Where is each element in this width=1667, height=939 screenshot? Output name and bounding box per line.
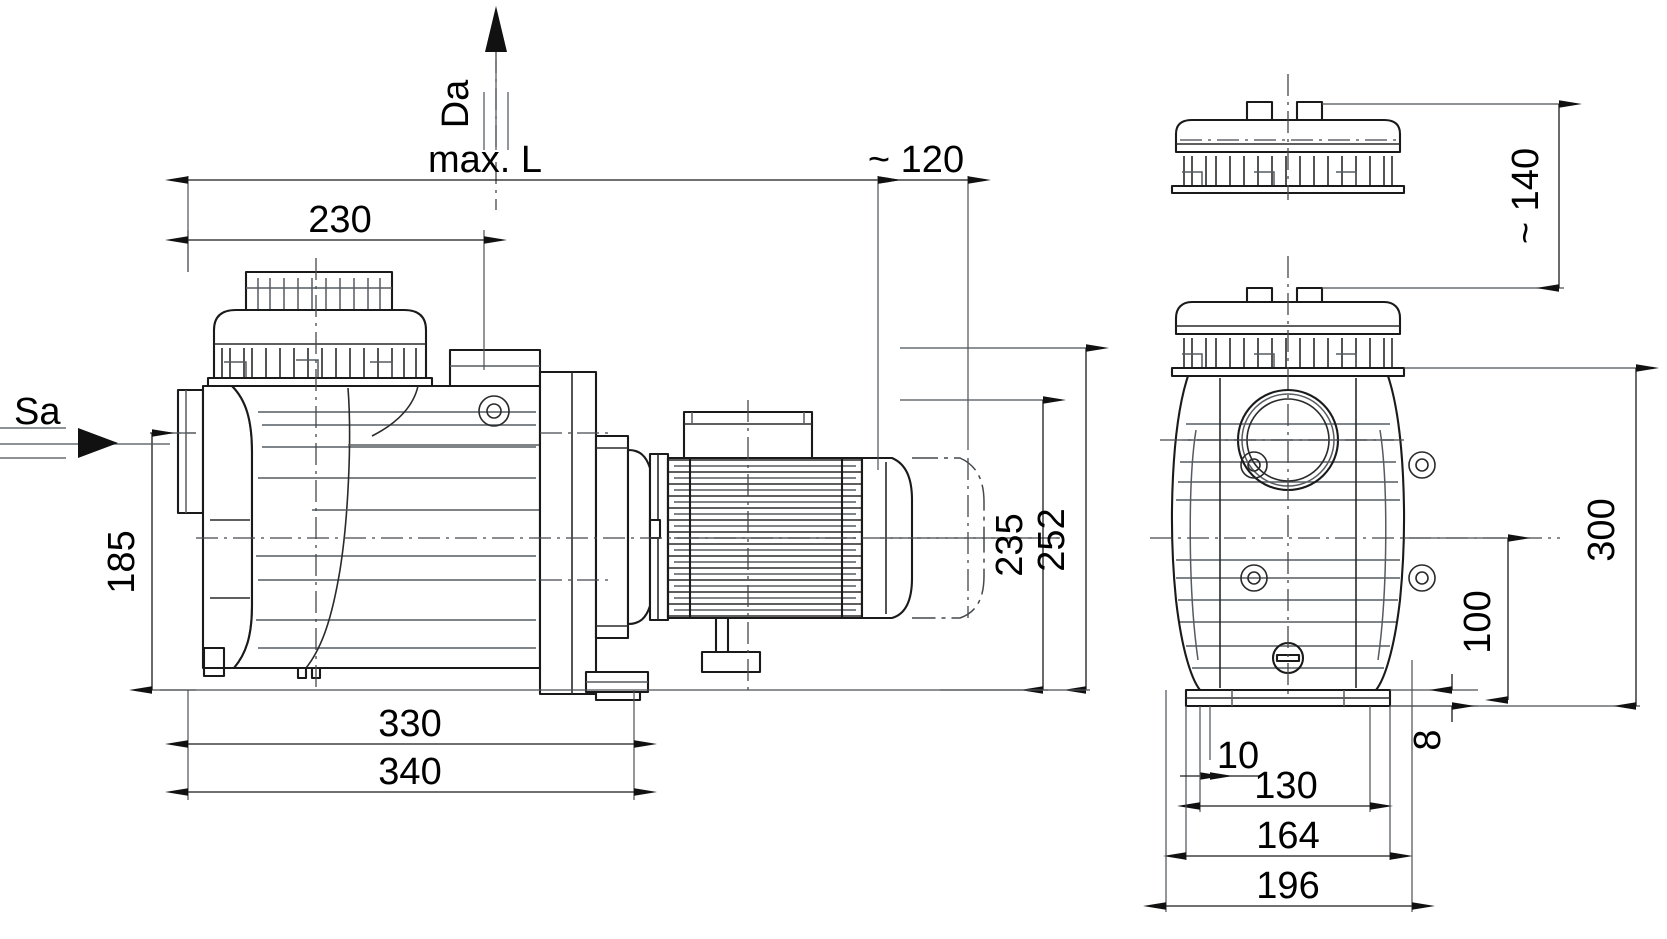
front-view-dimensions: ~ 140 300 100 8 10 130 164 [1141, 100, 1659, 912]
electric-motor [666, 410, 914, 674]
lid-plan-view [1170, 74, 1406, 200]
discharge-label-group: Da [435, 6, 509, 150]
dim-overall-width-196: 196 [1256, 865, 1319, 907]
dim-overall-length-340: 340 [378, 751, 441, 793]
dim-lid-handle-height: ~ 140 [1505, 148, 1547, 244]
suction-flange [176, 388, 205, 515]
label-suction: Sa [14, 391, 61, 433]
dim-foot-width-164: 164 [1256, 815, 1319, 857]
dim-foot-to-axis-100: 100 [1457, 590, 1499, 653]
side-view-geometry [150, 14, 1060, 702]
dim-base-length-330: 330 [378, 703, 441, 745]
label-discharge: Da [435, 79, 477, 128]
motor-adapter [448, 348, 670, 696]
dim-overall-height-300: 300 [1581, 498, 1623, 561]
dim-foot-edge-10: 10 [1217, 735, 1259, 777]
dim-suction-height: 185 [101, 530, 143, 593]
dim-motor-height-235: 235 [989, 513, 1031, 576]
suction-label-group: Sa [0, 391, 170, 459]
suction-arrow-icon [78, 428, 118, 458]
pump-body [201, 384, 542, 680]
dim-strainer-length: 230 [308, 199, 371, 241]
discharge-arrow-icon [485, 6, 507, 52]
dim-foot-thickness-8: 8 [1407, 729, 1449, 750]
dim-overall-height-252: 252 [1031, 508, 1073, 571]
dim-bolt-spacing-130: 130 [1254, 765, 1317, 807]
strainer-lid [206, 270, 434, 388]
dim-motor-rear-clearance: ~ 120 [868, 139, 964, 181]
front-view-geometry [1150, 256, 1560, 708]
side-view-dimensions: max. L ~ 120 230 185 235 252 330 3 [101, 139, 1109, 800]
base-plate [584, 670, 650, 702]
dim-max-length: max. L [428, 139, 542, 181]
